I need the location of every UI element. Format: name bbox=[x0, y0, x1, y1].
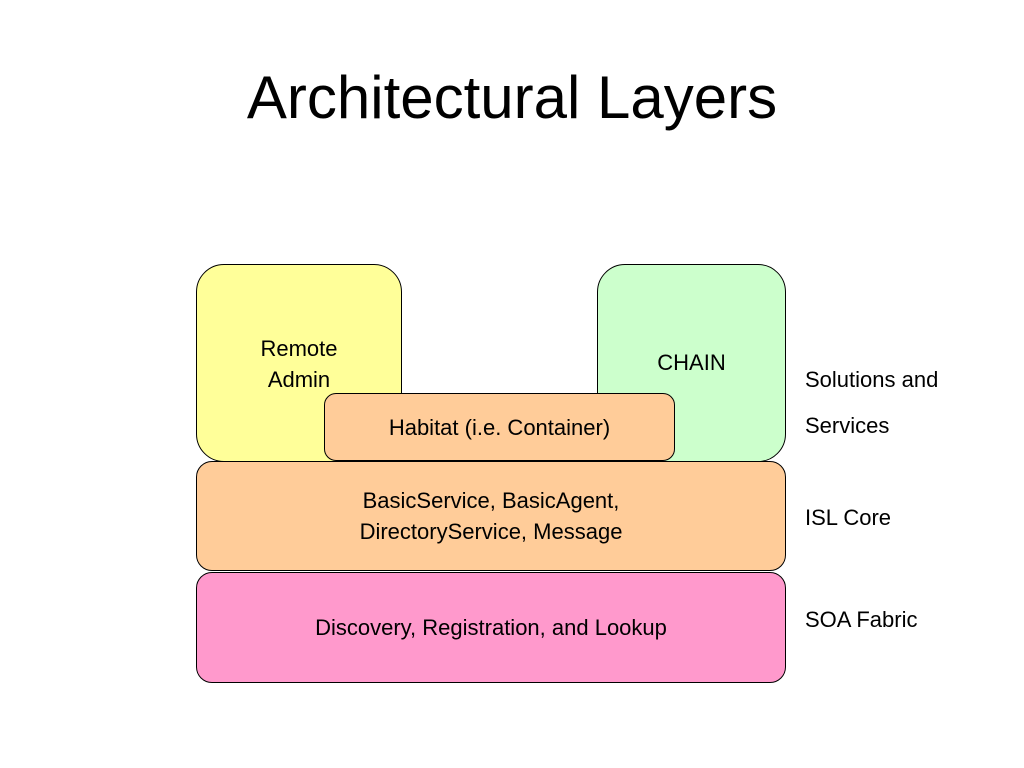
remote-admin-label: Remote Admin bbox=[260, 336, 338, 392]
habitat-label: Habitat (i.e. Container) bbox=[388, 414, 611, 440]
remote-admin-box: Remote Admin bbox=[196, 264, 402, 462]
soa-fabric-layer-label: SOA Fabric bbox=[805, 607, 918, 632]
habitat-box: Habitat (i.e. Container) bbox=[324, 393, 675, 461]
slide-title: Architectural Layers bbox=[246, 64, 778, 131]
isl-core-box-label: BasicService, BasicAgent, DirectoryServi… bbox=[359, 488, 623, 544]
isl-core-box: BasicService, BasicAgent, DirectoryServi… bbox=[196, 461, 786, 571]
isl-core-layer-label: ISL Core bbox=[805, 505, 892, 530]
soa-fabric-box: Discovery, Registration, and Lookup bbox=[196, 572, 786, 683]
solutions-layer-label: Solutions and Services bbox=[805, 367, 939, 438]
chain-label: CHAIN bbox=[657, 350, 726, 375]
soa-fabric-box-label: Discovery, Registration, and Lookup bbox=[315, 615, 667, 640]
